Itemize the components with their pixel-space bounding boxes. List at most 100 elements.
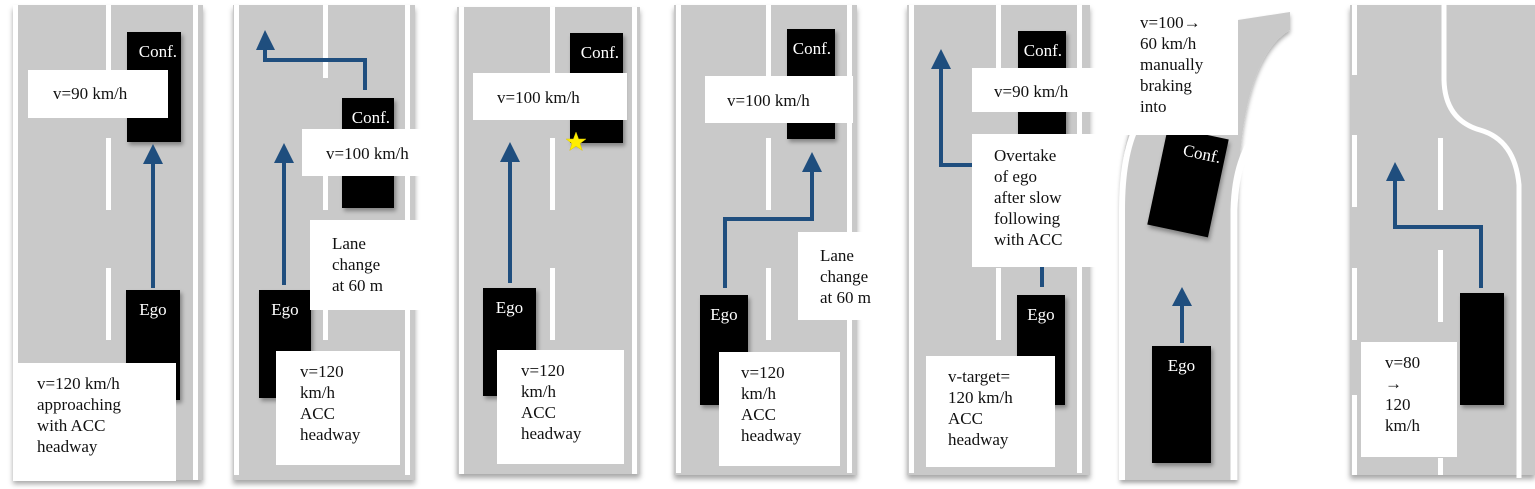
ego-info-label: v=120 km/h approaching with ACC headway (13, 363, 176, 481)
trajectory-arrow (500, 142, 520, 283)
lane-dash (1352, 135, 1357, 207)
road-edge-left (676, 5, 681, 473)
star-icon (565, 131, 587, 152)
conflict-speed-label: v=90 km/h (28, 70, 168, 118)
maneuver-line: change (332, 255, 381, 274)
conflict-info-line: manually (1140, 55, 1204, 74)
ego-info-label: v=120 km/h ACC headway (497, 350, 624, 464)
ego-info-line: headway (521, 424, 582, 443)
ego-info-label: v=120 km/h ACC headway (276, 351, 400, 465)
ego-info-line: 120 km/h (948, 388, 1013, 407)
road-edge-left (909, 5, 914, 473)
conflict-speed-label: v=90 km/h (972, 68, 1110, 112)
ego-info-line: v=80 (1385, 353, 1421, 372)
maneuver-line: Overtake (994, 146, 1057, 165)
road-edge-left (13, 5, 18, 480)
ego-info-line: headway (741, 426, 802, 445)
conflict-speed-text: v=100 km/h (326, 144, 409, 163)
ego-vehicle: Ego (1152, 346, 1211, 463)
ego-info-line: km/h (741, 384, 776, 403)
trajectory-arrow (1172, 287, 1192, 343)
maneuver-label: Lane change at 60 m (798, 232, 883, 320)
scenario-panel-4: Conf. Ego v=100 km/h Lane change at 60 m… (660, 0, 890, 489)
conflict-speed-label: v=100 km/h (473, 73, 627, 120)
road-edge-right (632, 7, 637, 474)
maneuver-line: following (994, 209, 1061, 228)
ego-label: Ego (139, 300, 167, 319)
scenario-panel-2: Conf. Ego v=100 km/h Lane change at 60 m… (220, 0, 445, 489)
ego-info-line: km/h (521, 382, 556, 401)
road-edge-right (193, 5, 198, 480)
lane-dash (323, 5, 328, 78)
maneuver-line: at 60 m (332, 276, 383, 295)
maneuver-line: change (820, 267, 869, 286)
ego-vehicle (1460, 293, 1504, 405)
ego-label: Ego (495, 298, 524, 317)
lane-dash (550, 138, 555, 210)
scenario-panel-6: Conf. Ego v=100→ 60 km/h manually brakin… (1100, 0, 1330, 489)
ego-info-line: km/h (1385, 416, 1420, 435)
maneuver-line: Lane (820, 246, 854, 265)
conflict-speed-text: v=90 km/h (994, 82, 1069, 101)
ego-info-line: km/h (300, 383, 335, 402)
ego-label: Ego (710, 305, 738, 324)
maneuver-line: of ego (994, 167, 1037, 186)
conflict-speed-label: v=100 km/h (302, 129, 434, 176)
lane-dash (1352, 268, 1357, 340)
ego-info-label: v=80 → 120 km/h (1361, 342, 1457, 457)
ego-label: Ego (1027, 305, 1055, 324)
ego-info-line: v=120 (300, 362, 344, 381)
road-edge-left (234, 5, 239, 475)
ego-info-line: v-target= (948, 367, 1011, 386)
trajectory-arrow (143, 144, 163, 288)
maneuver-line: after slow (994, 188, 1062, 207)
ego-info-line: headway (300, 425, 361, 444)
conflict-info-line: braking (1140, 76, 1192, 95)
lane-dash (1438, 250, 1443, 322)
lane-dash (106, 5, 111, 70)
conflict-speed-text: v=100 km/h (497, 88, 580, 107)
ego-info-label: v-target= 120 km/h ACC headway (926, 356, 1055, 467)
conflict-label: Conf. (138, 42, 177, 61)
maneuver-line: with ACC (994, 230, 1063, 249)
lane-dash (996, 268, 1001, 340)
maneuver-line: at 60 m (820, 288, 871, 307)
conflict-label: Conf. (351, 108, 390, 127)
ego-info-line: ACC (521, 403, 556, 422)
scenario-panel-3: Conf. Ego v=100 km/h v=120 km/h ACC head… (440, 0, 665, 489)
ego-info-line: v=120 (741, 363, 785, 382)
ego-info-line: with ACC (37, 416, 106, 435)
ego-info-line: ACC (741, 405, 776, 424)
lane-dash (766, 138, 771, 210)
ego-info-line: v=120 km/h (37, 374, 120, 393)
lane-dash (106, 138, 111, 210)
ego-info-line: ACC (300, 404, 335, 423)
ego-info-line: ACC (948, 409, 983, 428)
maneuver-line: Lane (332, 234, 366, 253)
conflict-label: Conf. (1023, 41, 1062, 60)
ego-label: Ego (271, 300, 299, 319)
maneuver-label: Lane change at 60 m (310, 220, 440, 310)
conflict-label: Conf. (792, 39, 831, 58)
ego-info-line: headway (37, 437, 98, 456)
conflict-label: Conf. (580, 43, 619, 62)
conflict-speed-text: v=100 km/h (727, 91, 810, 110)
conflict-info-line: v=100→ (1140, 13, 1201, 32)
lane-dash (1352, 395, 1357, 475)
conflict-info-line: 60 km/h (1140, 34, 1197, 53)
merging-lane-edge (1441, 4, 1522, 478)
lane-dash (766, 5, 771, 77)
ego-info-line: 120 (1385, 395, 1411, 414)
ego-label: Ego (1167, 356, 1196, 375)
conflict-info-line: into (1140, 97, 1167, 116)
lane-dash (106, 268, 111, 340)
lane-dash (996, 5, 1001, 77)
lane-dash (1438, 138, 1443, 210)
ego-info-line: headway (948, 430, 1009, 449)
trajectory-arrow (723, 152, 822, 288)
ego-info-line: → (1385, 374, 1402, 393)
lane-dash (550, 268, 555, 340)
conflict-info-label: v=100→ 60 km/h manually braking into (1116, 0, 1238, 135)
lane-dash (766, 268, 771, 340)
ego-info-line: v=120 (521, 361, 565, 380)
